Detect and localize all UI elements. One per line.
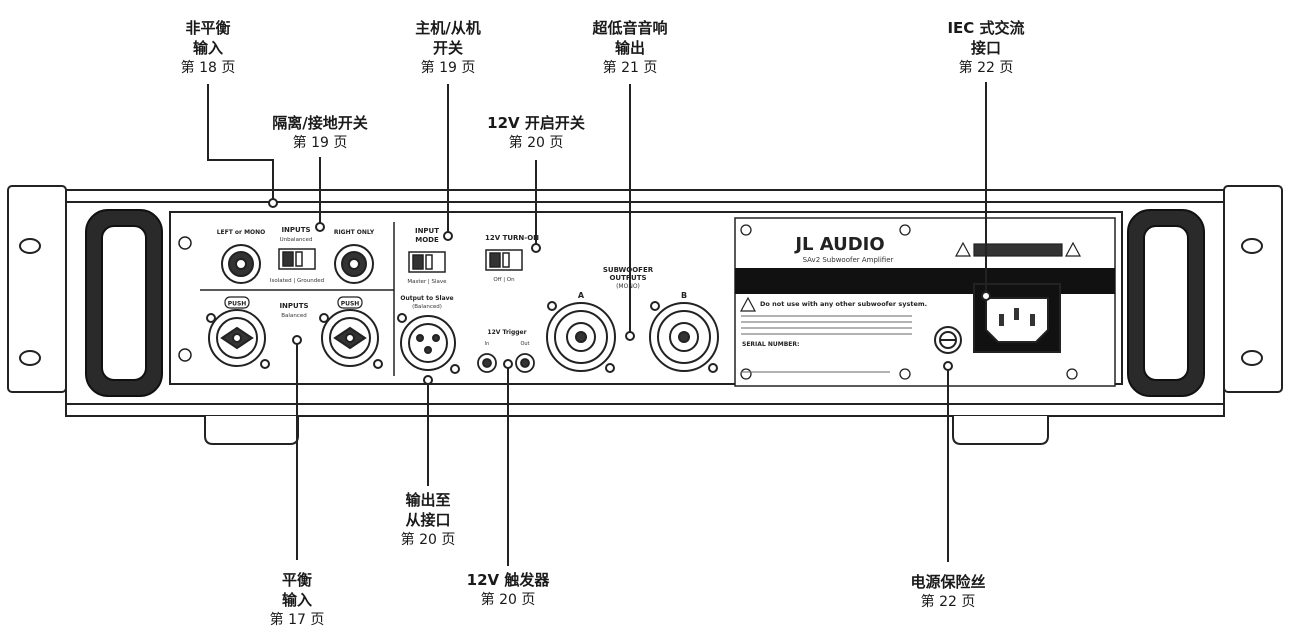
callout-page: 第 22 页 (958, 60, 1014, 76)
turn-on-switch[interactable] (485, 249, 523, 271)
label-inputs-balanced: INPUTS (279, 302, 308, 310)
callout-page: 第 19 页 (292, 135, 348, 151)
label-balanced: Balanced (281, 313, 306, 319)
warning-text: Do not use with any other subwoofer syst… (760, 300, 927, 308)
speakon-output-b (649, 301, 719, 373)
brand-logo: JL AUDIO (793, 234, 884, 255)
label-balanced-paren: (Balanced) (412, 304, 442, 310)
label-off-on: Off | On (493, 277, 515, 283)
right-rack-ear (1223, 185, 1283, 393)
leader-dots (268, 198, 991, 385)
callout-page: 第 18 页 (180, 60, 236, 76)
label-push-left: PUSH (228, 301, 247, 308)
left-handle (85, 209, 163, 397)
label-input: INPUT (415, 227, 439, 235)
trigger-jacks (477, 353, 535, 373)
caution-triangle-icon (739, 296, 757, 312)
label-left-or-mono: LEFT or MONO (217, 229, 266, 236)
panel-dividers (200, 222, 395, 376)
callout-turn-on-switch: 12V 开启开关 第 20 页 (470, 113, 602, 153)
rca-jack-left (221, 244, 261, 284)
callout-title: 隔离/接地开关 (272, 114, 368, 132)
left-rack-ear (7, 185, 67, 393)
label-output-b: B (681, 291, 687, 300)
power-fuse (934, 326, 962, 354)
xlr-jack-right (319, 309, 383, 369)
label-subwoofer: SUBWOOFER (603, 266, 654, 274)
xlr-output-slave (397, 313, 460, 374)
label-trigger-in: In (485, 341, 490, 347)
input-mode-switch[interactable] (408, 251, 446, 273)
label-unbalanced: Unbalanced (280, 237, 313, 243)
callout-title: 非平衡 (185, 19, 231, 37)
callout-title: 12V 触发器 (466, 571, 550, 589)
callout-output-to-slave: 输出至 从接口 第 20 页 (383, 490, 473, 550)
label-inputs-unbalanced: INPUTS (281, 226, 310, 234)
callout-power-fuse: 电源保险丝 第 22 页 (893, 572, 1003, 612)
callout-title: 平衡 (281, 571, 312, 589)
rca-jack-right (334, 244, 374, 284)
chassis (65, 189, 1225, 417)
callout-page: 第 20 页 (400, 532, 456, 548)
callout-title: 接口 (970, 39, 1001, 57)
callout-page: 第 22 页 (920, 594, 976, 610)
callout-page: 第 20 页 (480, 592, 536, 608)
callout-title: 输出至 (405, 491, 451, 509)
right-handle (1127, 209, 1205, 397)
callout-title: 输入 (281, 591, 312, 609)
label-outputs: OUTPUTS (609, 274, 646, 282)
speakon-output-a (546, 301, 616, 373)
iec-ac-socket (973, 283, 1061, 353)
isolation-switch[interactable] (278, 248, 316, 270)
label-mode: MODE (415, 236, 439, 244)
label-trigger-out: Out (520, 341, 529, 347)
label-isolated-grounded: Isolated | Grounded (270, 278, 324, 284)
callout-title: 电源保险丝 (910, 573, 986, 591)
callout-title: 主机/从机 (415, 19, 481, 37)
callout-title: 从接口 (405, 511, 451, 529)
callout-title: 12V 开启开关 (487, 114, 585, 132)
callout-12v-trigger: 12V 触发器 第 20 页 (448, 570, 568, 610)
callout-page: 第 17 页 (269, 612, 325, 628)
callout-title: 输出 (614, 39, 645, 57)
inner-panel (169, 211, 1123, 385)
push-tab-left (224, 296, 250, 309)
callout-title: 开关 (432, 39, 463, 57)
callout-balanced-inputs: 平衡 输入 第 17 页 (252, 570, 342, 630)
callout-title: IEC 式交流 (947, 19, 1025, 37)
label-12v-trigger: 12V Trigger (487, 329, 526, 336)
label-output-to-slave: Output to Slave (400, 295, 453, 302)
fine-print (741, 315, 912, 373)
label-output-a: A (578, 291, 585, 300)
label-push-right: PUSH (341, 301, 360, 308)
serial-number-label: SERIAL NUMBER: (742, 341, 799, 348)
warning-triangle-icon (954, 241, 1082, 257)
callout-title: 超低音音响 (592, 19, 668, 37)
callout-subwoofer-outputs: 超低音音响 输出 第 21 页 (570, 18, 690, 78)
leader-lines (207, 82, 987, 566)
label-12v-turn-on: 12V TURN-ON (485, 234, 539, 242)
callout-isolation-switch: 隔离/接地开关 第 19 页 (250, 113, 390, 153)
callout-iec-socket: IEC 式交流 接口 第 22 页 (926, 18, 1046, 78)
callout-title: 输入 (192, 39, 223, 57)
callout-unbalanced-inputs: 非平衡 输入 第 18 页 (168, 18, 248, 78)
label-master-slave: Master | Slave (407, 279, 447, 285)
feet (204, 416, 1049, 445)
label-mono: (MONO) (616, 283, 640, 290)
label-right-only: RIGHT ONLY (334, 229, 375, 236)
model-name: SAv2 Subwoofer Amplifier (803, 256, 894, 264)
callout-page: 第 19 页 (420, 60, 476, 76)
push-tab-right (337, 296, 363, 309)
callout-page: 第 20 页 (508, 135, 564, 151)
callout-master-slave: 主机/从机 开关 第 19 页 (393, 18, 503, 78)
callout-page: 第 21 页 (602, 60, 658, 76)
xlr-jack-left (206, 309, 270, 369)
